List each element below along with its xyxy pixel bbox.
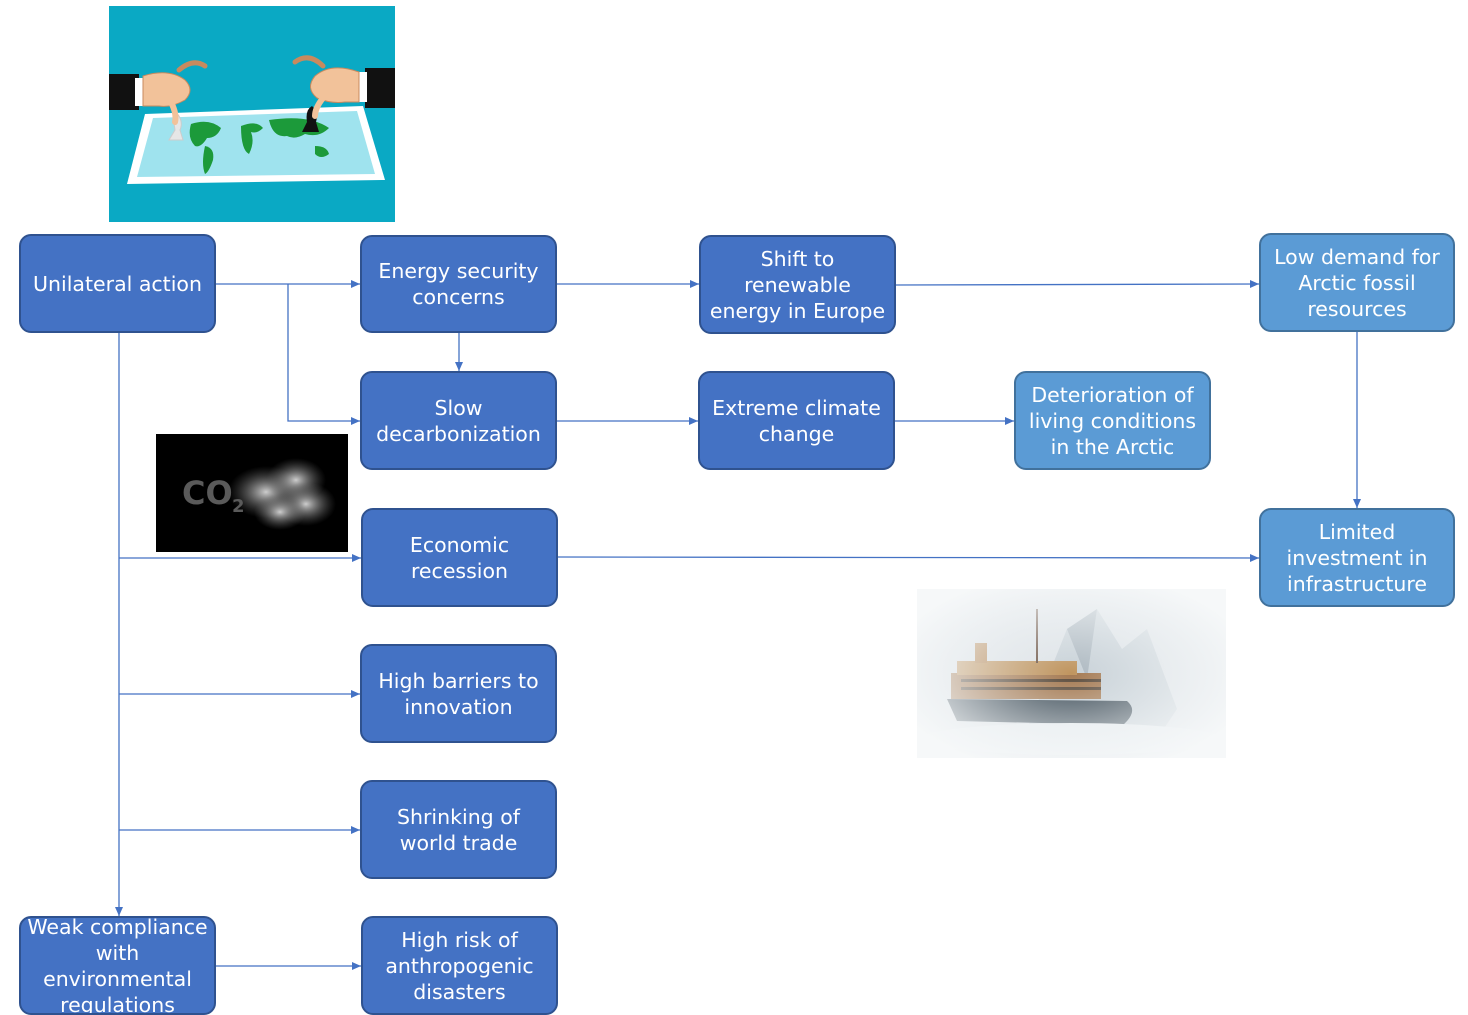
co2-subscript: 2 (232, 496, 245, 517)
node-unilateral-action: Unilateral action (19, 234, 216, 333)
node-high-risk-disasters-label: High risk of anthropogenic disasters (385, 927, 534, 1004)
node-unilateral-action-label: Unilateral action (33, 271, 202, 296)
node-economic-recession: Economic recession (361, 508, 558, 607)
left-hand-sleeve (109, 60, 208, 125)
co2-smoke-image: CO 2 (156, 434, 348, 552)
node-deterioration-living-conditions: Deterioration of living conditions in th… (1014, 371, 1211, 470)
node-extreme-climate-change-label: Extreme climate change (712, 395, 881, 446)
node-energy-security-concerns: Energy security concerns (360, 235, 557, 333)
node-low-demand-arctic-fossil: Low demand for Arctic fossil resources (1259, 233, 1455, 332)
arrow-economic-recession-to-limited-investment (557, 553, 1260, 562)
node-shrinking-world-trade-label: Shrinking of world trade (397, 804, 520, 855)
arrow-shift-renewable-to-low-demand (895, 280, 1260, 289)
node-low-demand-arctic-fossil-label: Low demand for Arctic fossil resources (1274, 244, 1440, 321)
node-slow-decarbonization-label: Slow decarbonization (376, 395, 541, 446)
node-shrinking-world-trade: Shrinking of world trade (360, 780, 557, 879)
arrow-unilateral-to-slow-decarbonization (287, 284, 360, 425)
node-high-barriers-innovation-label: High barriers to innovation (378, 668, 539, 719)
node-extreme-climate-change: Extreme climate change (698, 371, 895, 470)
node-deterioration-living-conditions-label: Deterioration of living conditions in th… (1028, 382, 1197, 459)
right-hand-sleeve (292, 55, 395, 119)
node-economic-recession-label: Economic recession (409, 532, 510, 583)
node-slow-decarbonization: Slow decarbonization (360, 371, 557, 470)
node-weak-compliance: Weak compliance with environmental regul… (19, 916, 216, 1015)
node-high-risk-disasters: High risk of anthropogenic disasters (361, 916, 558, 1015)
smoke-cloud (228, 458, 336, 530)
node-limited-investment: Limited investment in infrastructure (1259, 508, 1455, 607)
world-continents (189, 118, 329, 174)
node-weak-compliance-label: Weak compliance with environmental regul… (27, 916, 208, 1015)
node-shift-to-renewable-energy: Shift to renewable energy in Europe (699, 235, 896, 334)
node-energy-security-concerns-label: Energy security concerns (378, 259, 539, 309)
node-shift-to-renewable-energy-label: Shift to renewable energy in Europe (709, 246, 886, 323)
shipwreck-fog-image (917, 589, 1226, 758)
co2-label: CO (182, 474, 233, 512)
node-limited-investment-label: Limited investment in infrastructure (1286, 519, 1428, 596)
node-high-barriers-innovation: High barriers to innovation (360, 644, 557, 743)
geopolitics-chess-map-image (109, 6, 395, 222)
